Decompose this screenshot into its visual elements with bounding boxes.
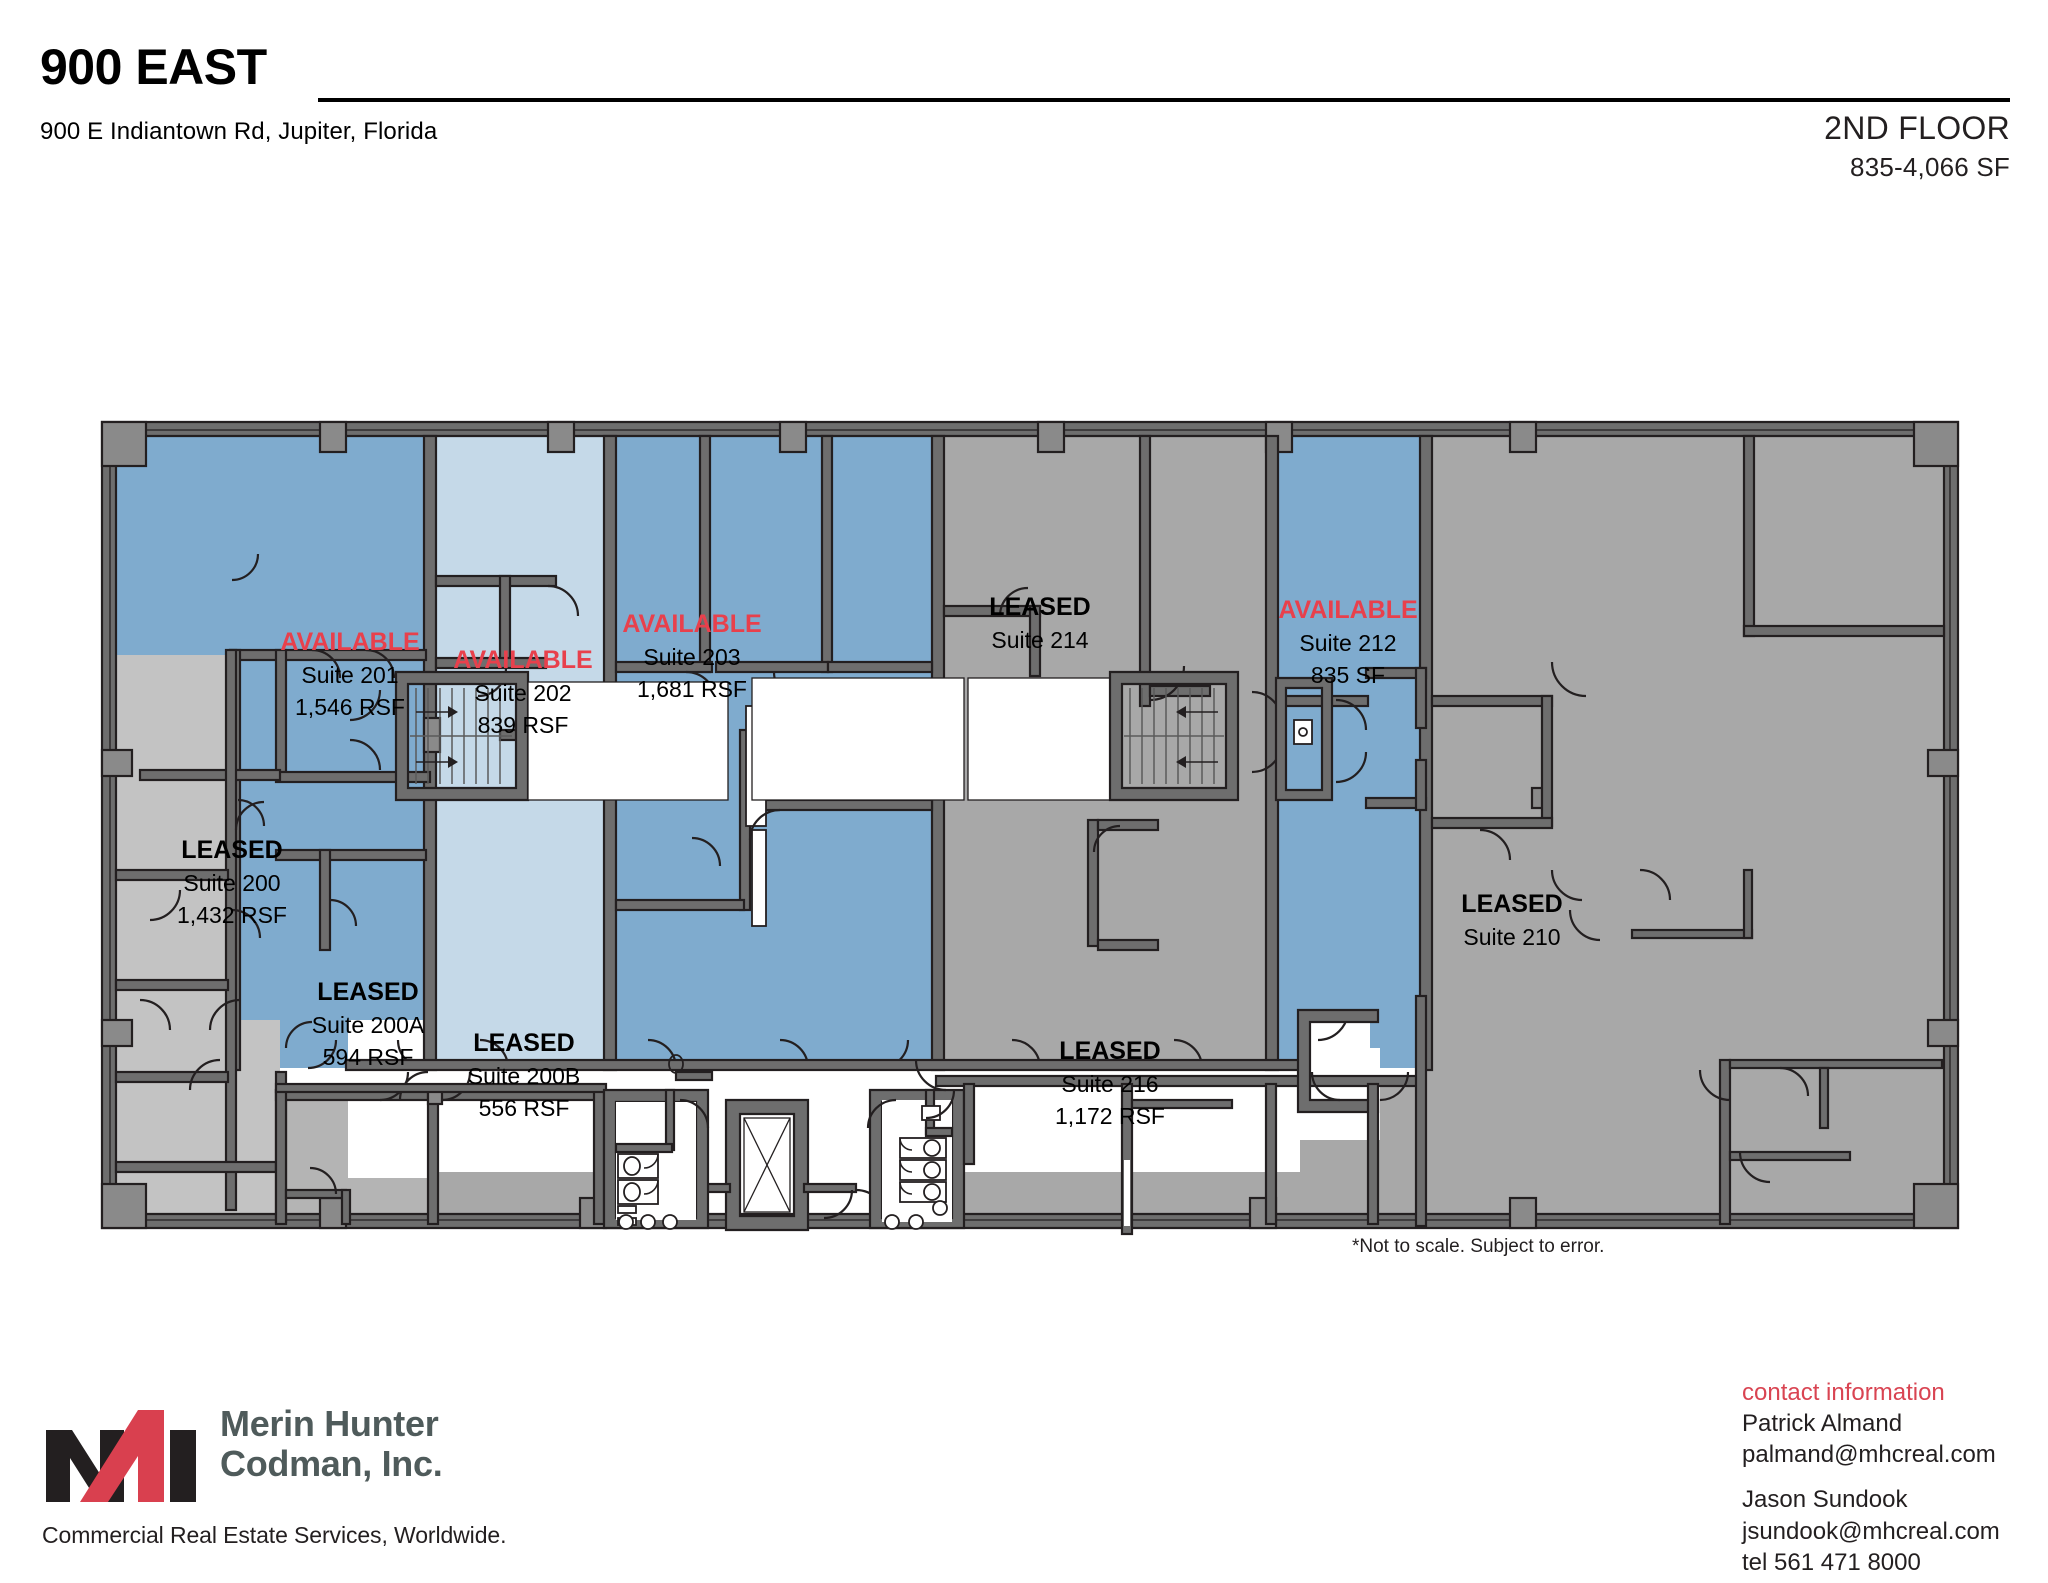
floor-plan-svg: .w { fill:#6e6e6e; stroke:#231f20; strok… [100, 420, 1960, 1236]
company-logo: Merin Hunter Codman, Inc. Commercial Rea… [42, 1403, 562, 1558]
floor-title: 2ND FLOOR [1824, 110, 2010, 146]
company-name-line2: Codman, Inc. [220, 1443, 443, 1485]
header-divider [318, 98, 2010, 102]
contact-1-name: Patrick Almand [1742, 1410, 1903, 1437]
company-tagline: Commercial Real Estate Services, Worldwi… [42, 1522, 507, 1548]
page-header: 900 EAST 900 E Indiantown Rd, Jupiter, F… [0, 0, 2048, 200]
partitions-east [1414, 868, 1944, 1228]
utility-closet [1274, 676, 1368, 802]
contact-spacer [1742, 1470, 2042, 1484]
contact-2-name: Jason Sundook [1742, 1486, 1908, 1514]
restroom-west [602, 1054, 714, 1230]
floor-plan: .w { fill:#6e6e6e; stroke:#231f20; strok… [80, 400, 1980, 1250]
contact-1-email[interactable]: palmand@mhcreal.com [1742, 1441, 1996, 1469]
contact-2-email[interactable]: jsundook@mhcreal.com [1742, 1517, 2000, 1545]
floor-size-range: 835-4,066 SF [1850, 152, 2010, 182]
nai-logo-icon [46, 1410, 196, 1502]
contact-block: contact information Patrick Almand palma… [1742, 1378, 2042, 1578]
scale-disclaimer: *Not to scale. Subject to error. [1352, 1236, 1605, 1257]
partitions-southeast [925, 1071, 1410, 1236]
zone-212[interactable] [1276, 430, 1424, 1070]
partitions-southwest [274, 1020, 608, 1226]
building-address: 900 E Indiantown Rd, Jupiter, Florida [40, 118, 438, 145]
contact-heading: contact information [1742, 1379, 1945, 1406]
company-name: Merin Hunter Codman, Inc. [220, 1403, 443, 1485]
building-core [274, 666, 1428, 1232]
zone-210[interactable] [1418, 1000, 1950, 1224]
stairwell-east [1108, 670, 1284, 802]
restroom-east [866, 1059, 966, 1230]
contact-2-tel[interactable]: tel 561 471 8000 [1742, 1548, 1921, 1576]
company-name-line1: Merin Hunter [220, 1403, 439, 1444]
zone-210-north[interactable] [1432, 430, 1950, 1070]
corridor-outline [527, 677, 1117, 801]
building-name: 900 EAST [40, 39, 267, 95]
